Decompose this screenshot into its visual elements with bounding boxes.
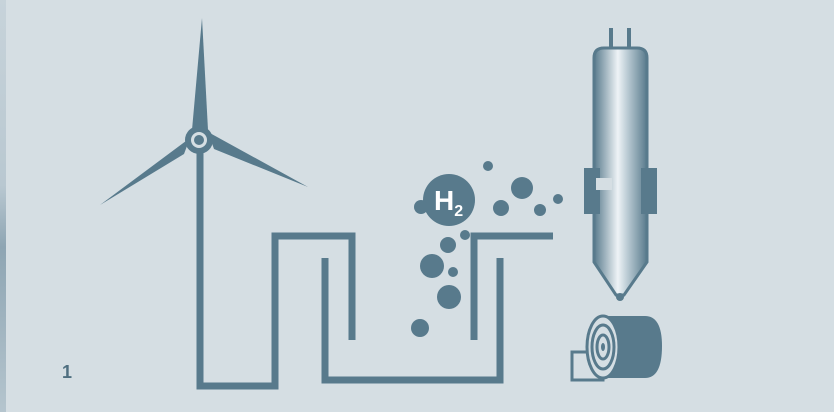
- filament-roll-icon: [572, 316, 662, 380]
- wind-turbine-icon: [100, 18, 352, 386]
- h2-subscript: 2: [454, 203, 463, 220]
- figure-number: 1: [62, 362, 72, 383]
- extruder-nozzle-icon: [584, 28, 657, 301]
- h2-symbol: H: [434, 185, 454, 216]
